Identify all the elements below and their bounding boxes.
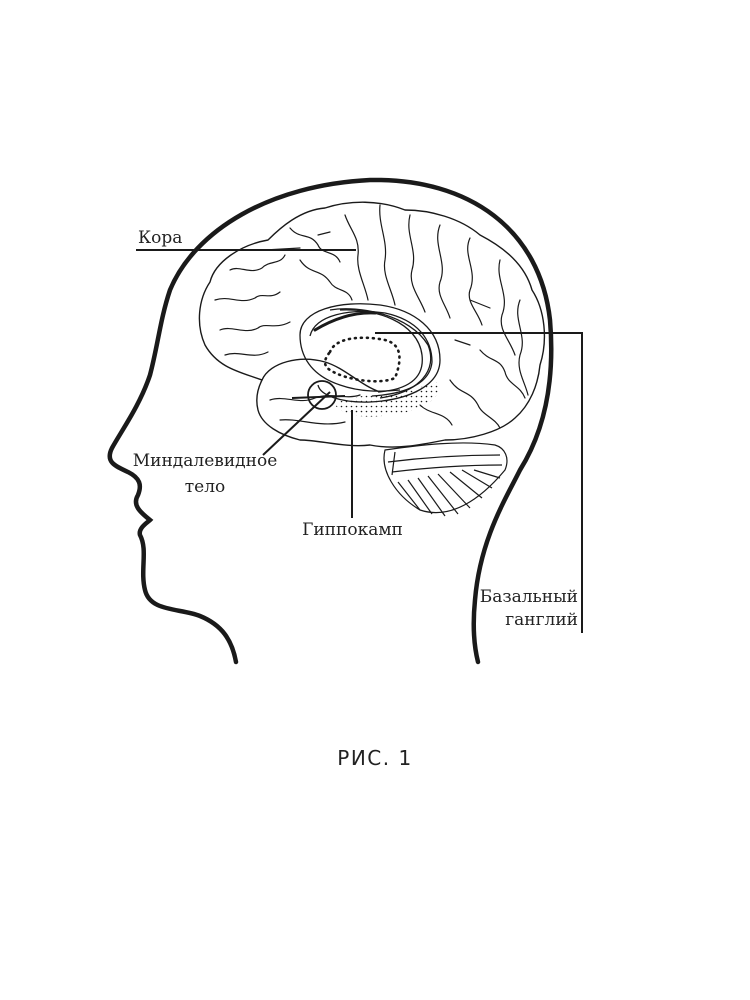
- label-hippocampus: Гиппокамп: [302, 520, 403, 540]
- basal-ganglia-structure: [323, 336, 401, 383]
- label-amygdala-line2: тело: [184, 476, 226, 497]
- cerebrum-outline: [198, 201, 546, 448]
- head-outline: [107, 177, 554, 665]
- temporal-lobe: [261, 358, 381, 393]
- figure-caption: РИС. 1: [337, 746, 413, 770]
- leader-line-amygdala: [262, 391, 331, 456]
- label-amygdala: Миндалевидное тело: [130, 451, 280, 497]
- corpus-callosum: [313, 311, 377, 332]
- label-basal-ganglia-line1: Базальный: [479, 587, 578, 607]
- leader-line-amygdala-horiz: [291, 395, 346, 399]
- label-basal-ganglia: Базальный ганглий: [470, 587, 578, 630]
- cerebellum: [383, 442, 508, 517]
- leader-lines: [136, 249, 583, 633]
- amygdala-structure: [307, 380, 337, 410]
- label-amygdala-line1: Миндалевидное: [132, 451, 278, 471]
- cortex-gyri: [214, 204, 529, 429]
- hippocampus-structure: [335, 382, 440, 417]
- leader-line-basal-ganglia: [375, 332, 583, 633]
- label-cortex: Кора: [138, 228, 183, 248]
- label-basal-ganglia-line2: ганглий: [505, 609, 578, 630]
